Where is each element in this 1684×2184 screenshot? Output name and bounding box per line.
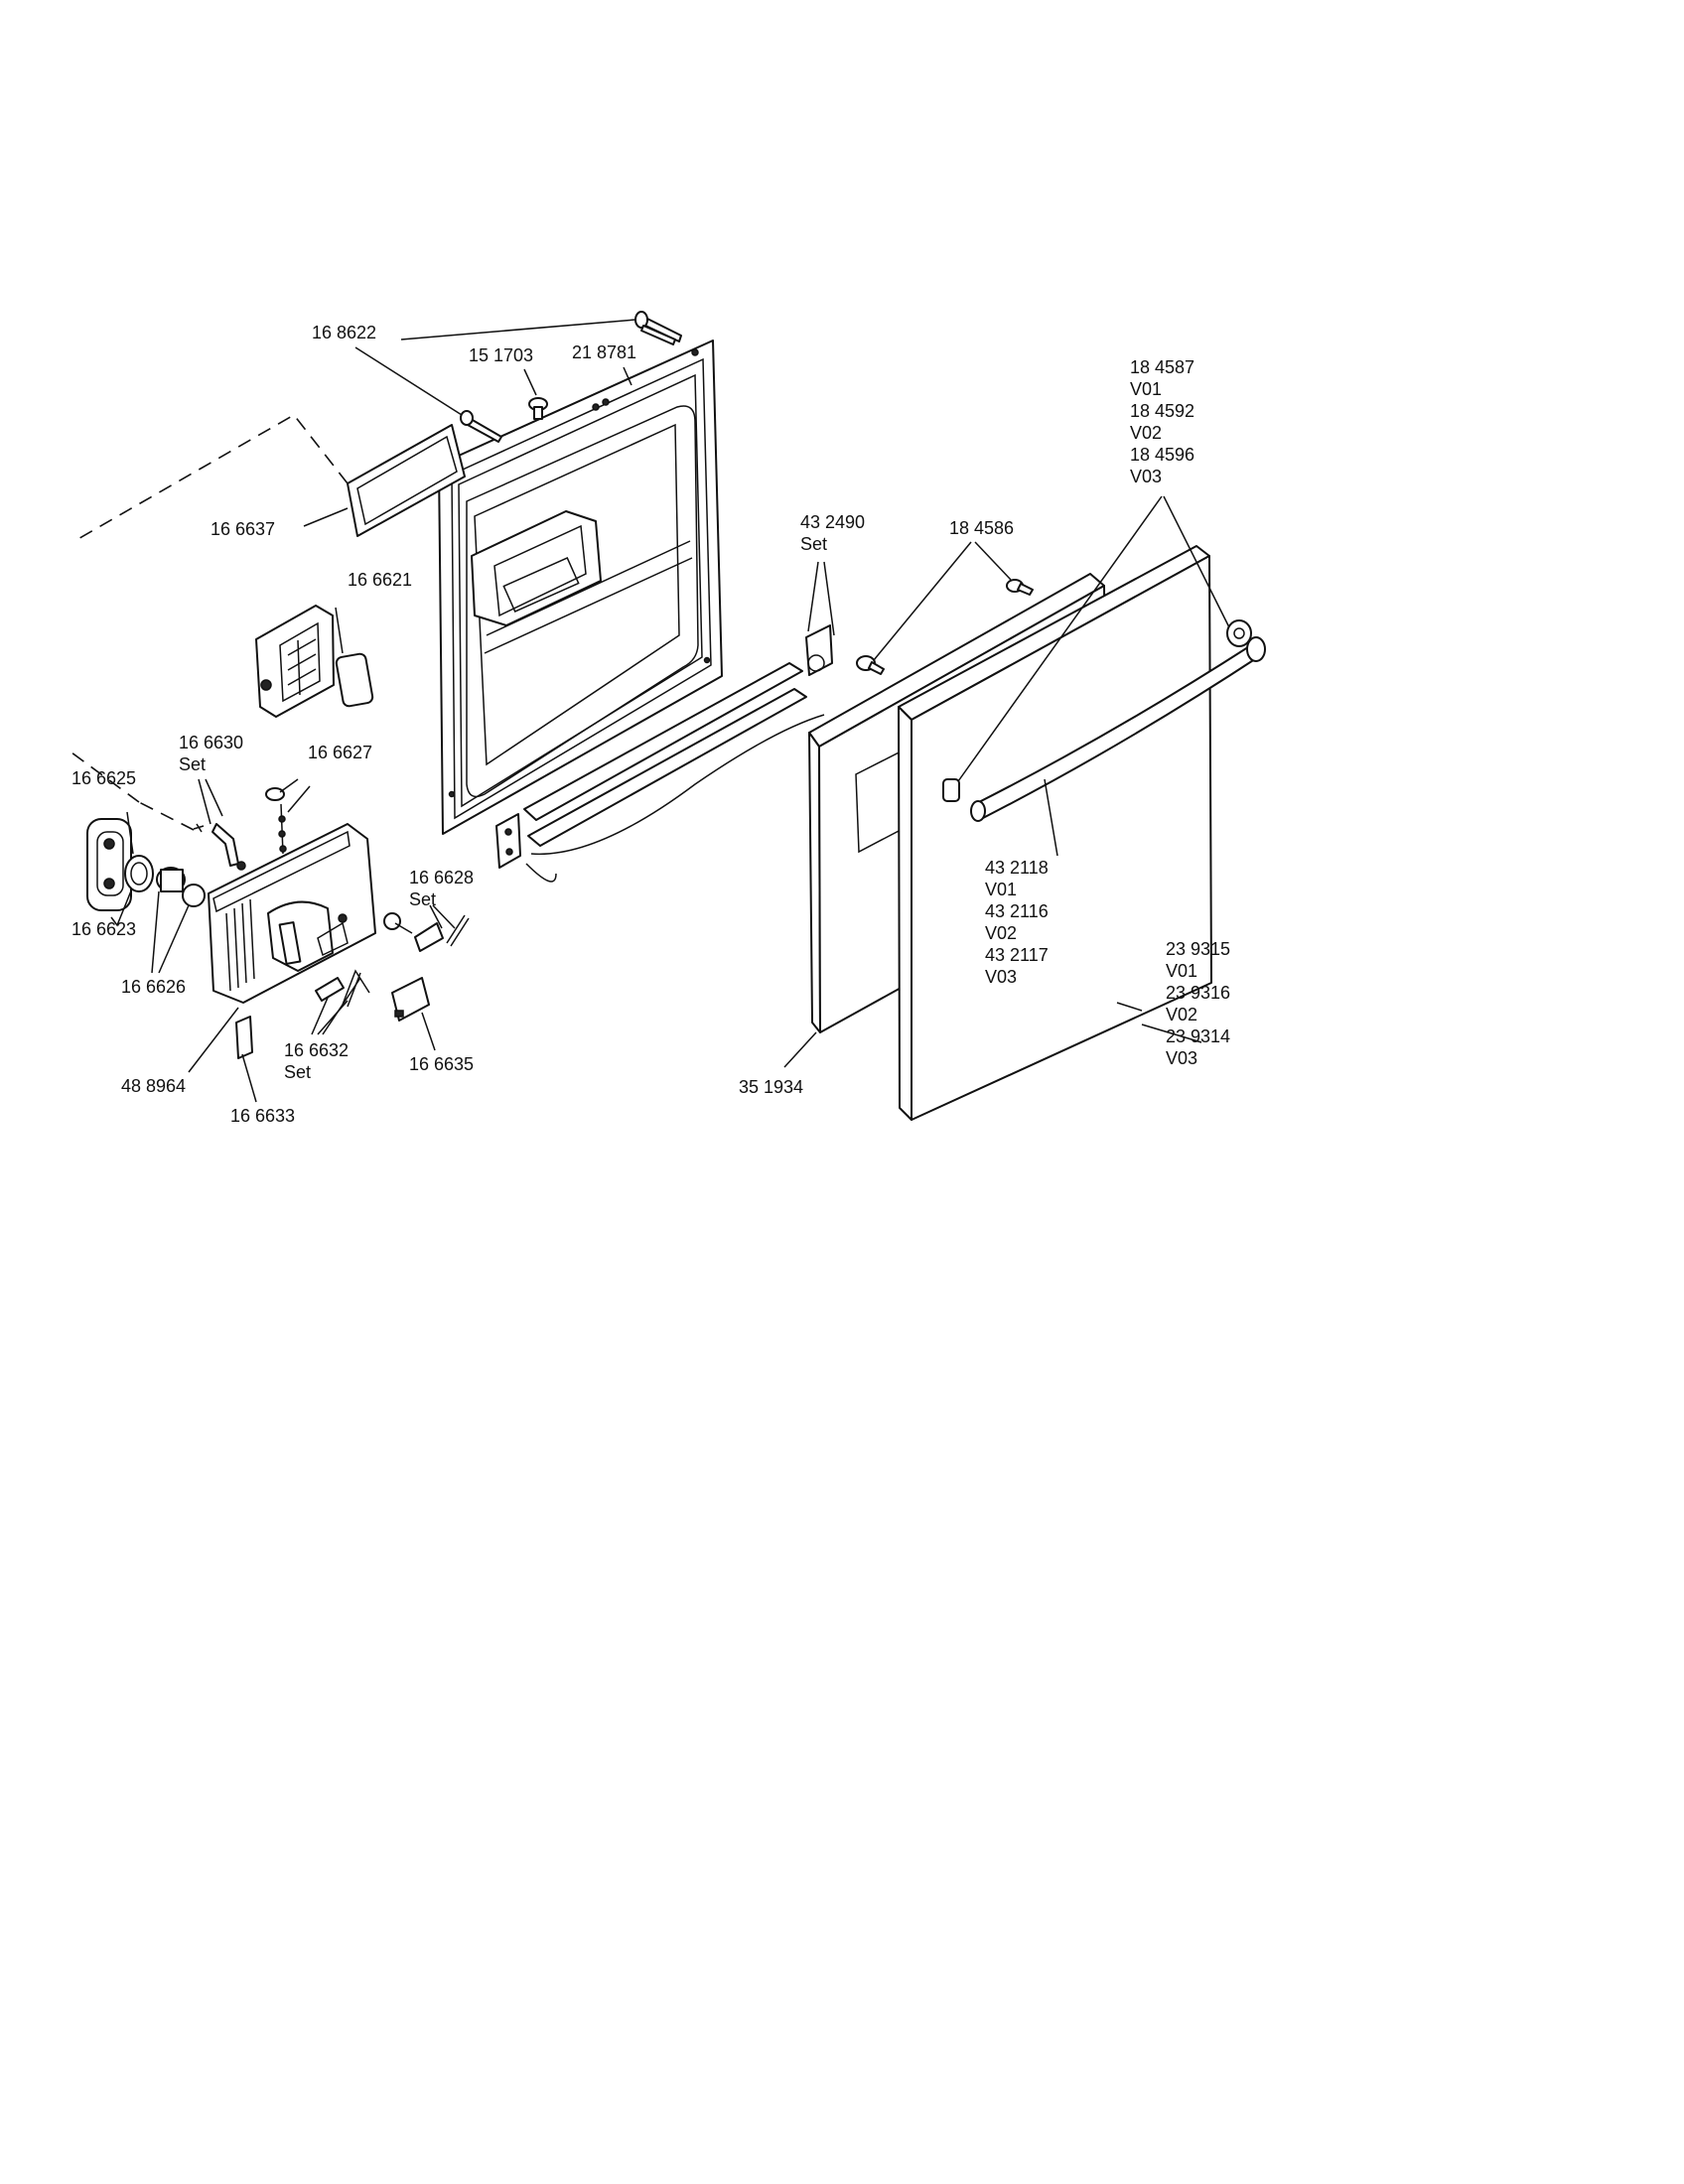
leader-lines — [110, 319, 1230, 1103]
label-line: 35 1934 — [739, 1077, 803, 1097]
door-handle-432118 — [970, 636, 1266, 822]
label-line: 23 9315 — [1166, 939, 1230, 959]
hinge-bracket-43-2490 — [805, 624, 833, 676]
light-frame-166637 — [347, 424, 466, 537]
screw-168622-top-icon — [634, 311, 682, 342]
label-line: 16 6626 — [121, 977, 186, 997]
latch-set-166628 — [383, 912, 470, 952]
screw-184586-lower-icon — [856, 655, 885, 675]
label-166625: 16 6625 — [71, 768, 136, 788]
label-line: 16 6633 — [230, 1106, 295, 1126]
label-line: Set — [179, 754, 206, 774]
label-line: 16 6637 — [210, 519, 275, 539]
label-line: 18 4587 — [1130, 357, 1194, 377]
label-line: 23 9314 — [1166, 1026, 1230, 1046]
label-line: V02 — [1130, 423, 1162, 443]
label-line: 21 8781 — [572, 342, 636, 362]
label-line: 16 6627 — [308, 743, 372, 762]
label-line: V02 — [985, 923, 1017, 943]
screw-168622-right-icon — [640, 325, 676, 345]
end-cap-right-icon — [1226, 619, 1252, 647]
label-line: 15 1703 — [469, 345, 533, 365]
screw-184586-upper-icon — [1006, 579, 1034, 596]
label-line: 48 8964 — [121, 1076, 186, 1096]
label-line: 18 4596 — [1130, 445, 1194, 465]
label-166635: 16 6635 — [409, 1054, 474, 1074]
label-line: 43 2490 — [800, 512, 865, 532]
screw-168622-left-icon — [460, 410, 502, 443]
label-166626: 16 6626 — [121, 977, 186, 997]
label-166623: 16 6623 — [71, 919, 136, 939]
bottom-trim-strip — [523, 662, 825, 883]
label-line: V03 — [985, 967, 1017, 987]
label-line: 18 4586 — [949, 518, 1014, 538]
label-line: V01 — [1166, 961, 1197, 981]
label-line: 16 6623 — [71, 919, 136, 939]
label-168622: 16 8622 — [312, 323, 376, 342]
switch-166635 — [391, 977, 430, 1022]
label-line: 23 9316 — [1166, 983, 1230, 1003]
end-cap-left-icon — [942, 778, 960, 802]
clip-166633 — [235, 1016, 253, 1059]
lever-set-166632 — [315, 969, 370, 1008]
label-line: 16 6621 — [348, 570, 412, 590]
gasket-pad — [335, 652, 374, 708]
label-351934: 35 1934 — [739, 1077, 803, 1097]
screw-151703-icon — [528, 397, 548, 420]
label-151703: 15 1703 — [469, 345, 533, 365]
vent-cover-166621 — [255, 605, 335, 718]
label-line: 16 6628 — [409, 868, 474, 887]
label-488964: 48 8964 — [121, 1076, 186, 1096]
part-labels: 16 8622 15 1703 21 8781 16 6637 16 6621 … — [71, 323, 1230, 1126]
label-line: 16 8622 — [312, 323, 376, 342]
label-166633: 16 6633 — [230, 1106, 295, 1126]
label-line: 18 4592 — [1130, 401, 1194, 421]
dispenser-cover-166625 — [86, 818, 132, 911]
screw-166627 — [265, 787, 287, 855]
label-line: Set — [284, 1062, 311, 1082]
label-line: V01 — [985, 880, 1017, 899]
label-line: 16 6635 — [409, 1054, 474, 1074]
dispenser-housing-488964 — [208, 823, 376, 1004]
label-166627: 16 6627 — [308, 743, 372, 762]
label-line: 43 2116 — [985, 901, 1049, 921]
seal-ring-166623 — [124, 855, 154, 892]
label-line: V03 — [1130, 467, 1162, 486]
door-panel-239315 — [898, 545, 1212, 1121]
label-218781: 21 8781 — [572, 342, 636, 362]
label-line: 16 6625 — [71, 768, 136, 788]
label-line: Set — [800, 534, 827, 554]
spring-clip-166630 — [193, 823, 246, 871]
inner-door-panel — [438, 340, 723, 835]
label-line: 43 2118 — [985, 858, 1049, 878]
label-line: V01 — [1130, 379, 1162, 399]
label-line: V02 — [1166, 1005, 1197, 1024]
label-line: Set — [409, 889, 436, 909]
alignment-dashed-lines — [70, 413, 349, 831]
cap-166626 — [156, 867, 206, 907]
label-line: 16 6630 — [179, 733, 243, 752]
label-166621: 16 6621 — [348, 570, 412, 590]
label-166637: 16 6637 — [210, 519, 275, 539]
label-line: 43 2117 — [985, 945, 1049, 965]
label-line: V03 — [1166, 1048, 1197, 1068]
label-line: 16 6632 — [284, 1040, 349, 1060]
hinge-bracket — [495, 813, 521, 869]
label-184586: 18 4586 — [949, 518, 1014, 538]
